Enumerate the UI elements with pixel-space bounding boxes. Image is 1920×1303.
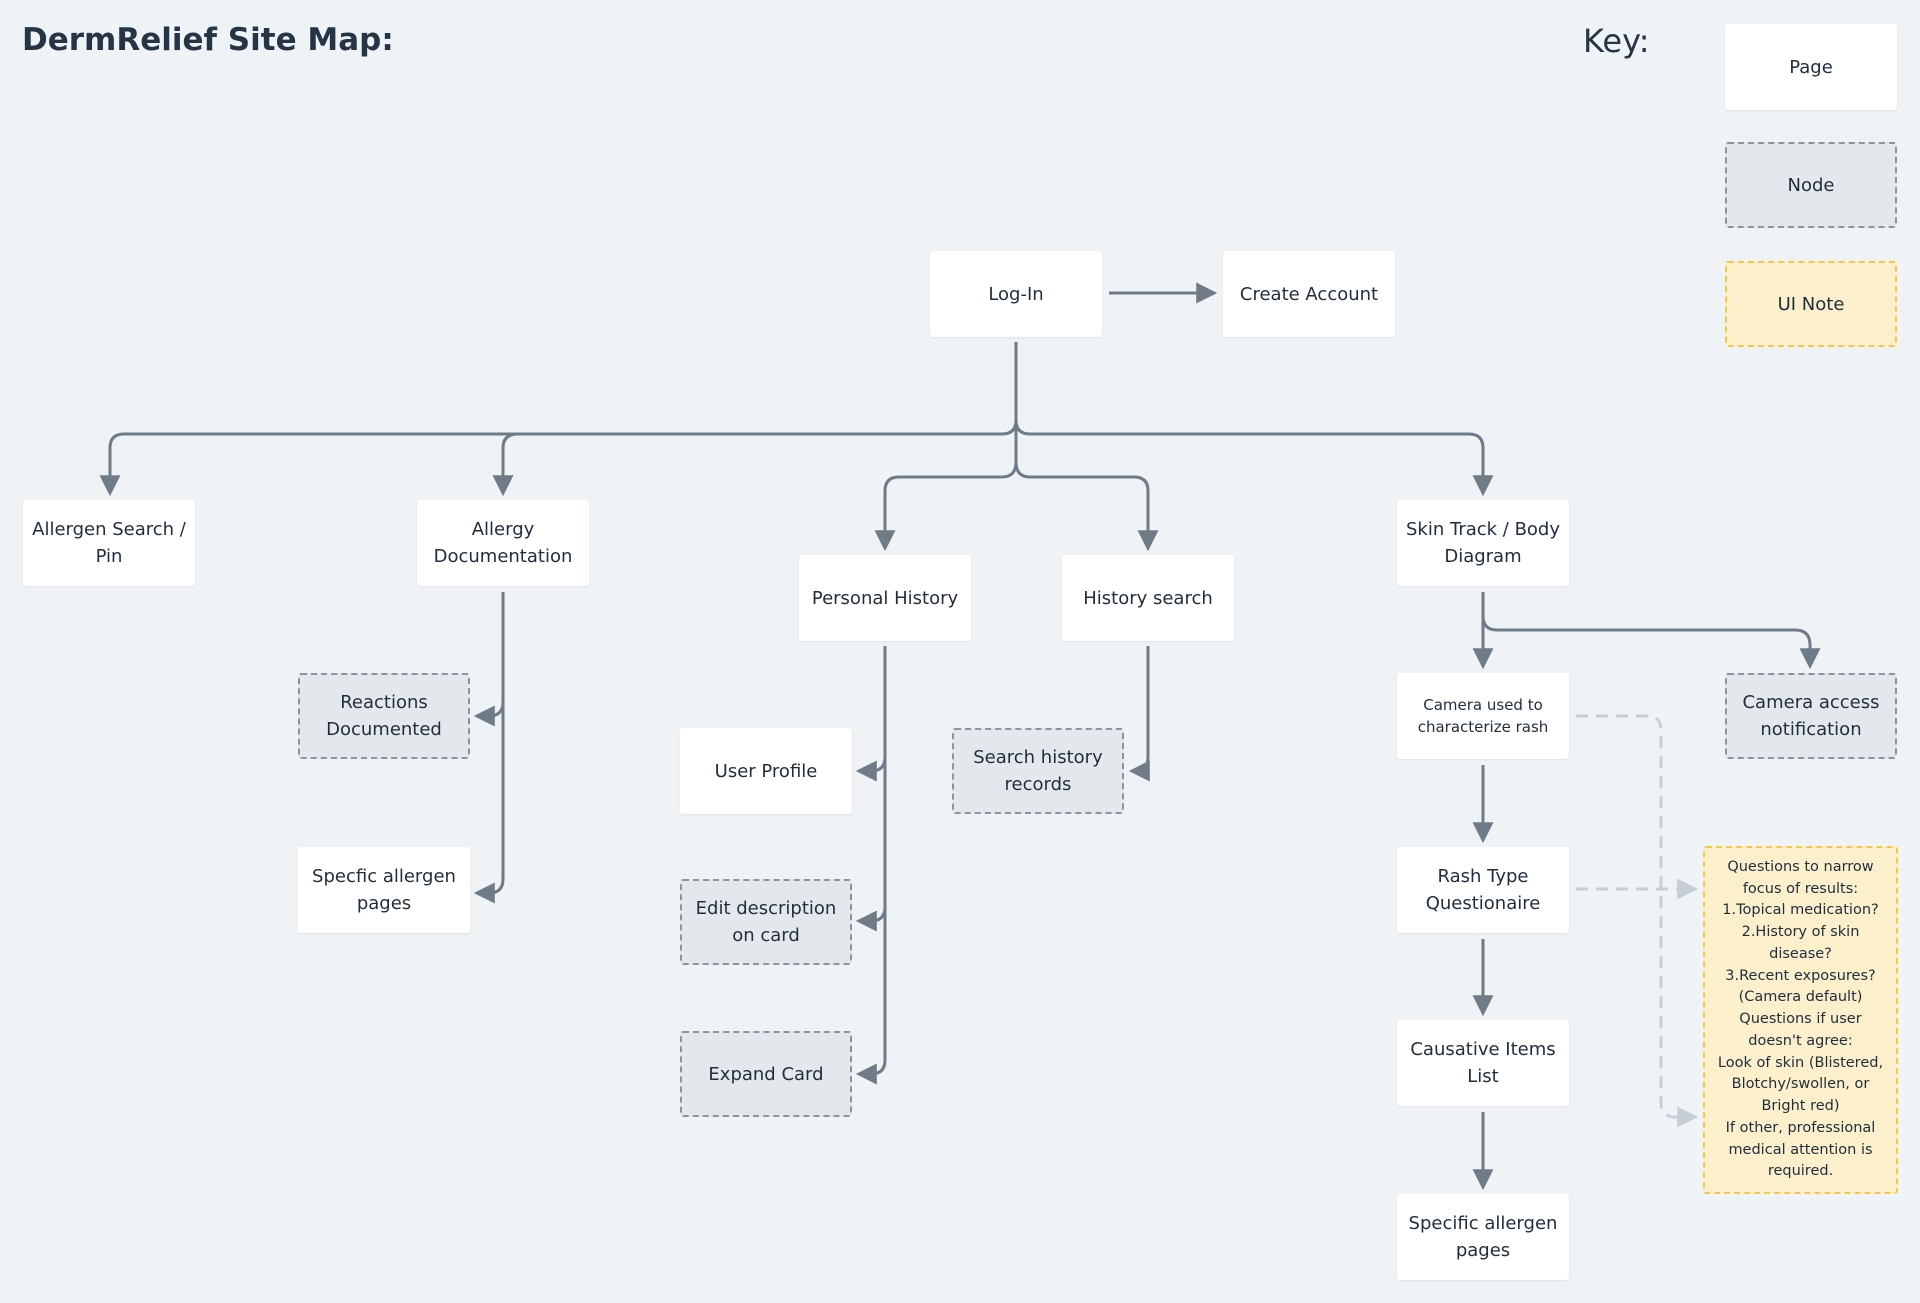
page-specific-allergen-left-label: Specfic allergen pages (312, 866, 456, 914)
page-specific-allergen-right: Specific allergen pages (1397, 1194, 1569, 1280)
page-skin-track-label: Skin Track / Body Diagram (1405, 519, 1561, 567)
page-create-account: Create Account (1223, 251, 1395, 337)
node-edit-description: Edit description on card (680, 879, 852, 965)
page-specific-allergen-right-label: Specific allergen pages (1408, 1213, 1558, 1261)
arrow-to-personal-history (874, 420, 1018, 552)
key-ui-note-label: UI Note (1777, 293, 1845, 315)
page-allergy-documentation-label: Allergy Documentation (433, 519, 573, 567)
page-user-profile: User Profile (680, 728, 852, 814)
key-node-label: Node (1787, 174, 1835, 196)
page-causative-items-label: Causative Items List (1410, 1039, 1556, 1087)
node-expand-card-label: Expand Card (708, 1063, 824, 1085)
page-rash-questionnaire: Rash Type Questionaire (1397, 847, 1569, 933)
arrow-to-history-search (1014, 461, 1159, 552)
key-title: Key: (1583, 22, 1650, 60)
ui-note-questions: Questions to narrow focus of results: 1.… (1703, 846, 1898, 1194)
page-create-account-label: Create Account (1239, 283, 1379, 305)
arrow-to-expand-card (855, 646, 887, 1085)
arrow-to-camera-access (1481, 615, 1821, 670)
page-causative-items: Causative Items List (1397, 1020, 1569, 1106)
node-camera-access-label: Camera access notification (1742, 692, 1880, 740)
page-specific-allergen-left: Specfic allergen pages (298, 847, 470, 933)
page-personal-history: Personal History (799, 555, 971, 641)
key-node-sample: Node (1725, 142, 1897, 228)
node-reactions-documented-label: Reactions Documented (326, 692, 442, 740)
key-ui-note-sample: UI Note (1725, 261, 1897, 347)
arrow-to-skin-track (1014, 419, 1494, 497)
node-expand-card: Expand Card (680, 1031, 852, 1117)
node-search-history-records-label: Search history records (973, 747, 1103, 795)
node-camera-access: Camera access notification (1725, 673, 1897, 759)
page-login-label: Log-In (988, 283, 1044, 305)
arrow-to-edit-description (855, 906, 887, 932)
node-search-history-records: Search history records (952, 728, 1124, 814)
page-camera-rash-label: Camera used to characterize rash (1417, 695, 1549, 737)
arrow-to-specific-allergen-left (473, 592, 505, 904)
arrow-to-reactions-documented (473, 701, 505, 727)
page-history-search: History search (1062, 555, 1234, 641)
node-edit-description-label: Edit description on card (695, 898, 837, 946)
page-personal-history-label: Personal History (811, 587, 959, 609)
key-page-sample: Page (1725, 24, 1897, 110)
page-allergy-documentation: Allergy Documentation (417, 500, 589, 586)
page-rash-questionnaire-label: Rash Type Questionaire (1425, 866, 1541, 914)
page-user-profile-label: User Profile (714, 760, 818, 782)
page-login: Log-In (930, 251, 1102, 337)
node-reactions-documented: Reactions Documented (298, 673, 470, 759)
page-allergen-search-label: Allergen Search / Pin (32, 519, 186, 567)
page-skin-track: Skin Track / Body Diagram (1397, 500, 1569, 586)
page-history-search-label: History search (1083, 587, 1213, 609)
arrow-to-user-profile (855, 756, 887, 782)
page-camera-rash: Camera used to characterize rash (1397, 673, 1569, 759)
arrow-to-search-history-records (1128, 646, 1150, 782)
page-title: DermRelief Site Map: (22, 22, 394, 58)
ui-note-questions-text: Questions to narrow focus of results: 1.… (1717, 858, 1884, 1180)
arrow-to-allergen-search (99, 419, 1018, 497)
arrow-to-allergy-documentation (492, 432, 519, 497)
dashed-arrow-camera-to-note (1576, 714, 1699, 1128)
page-allergen-search: Allergen Search / Pin (23, 500, 195, 586)
key-page-label: Page (1789, 56, 1833, 78)
